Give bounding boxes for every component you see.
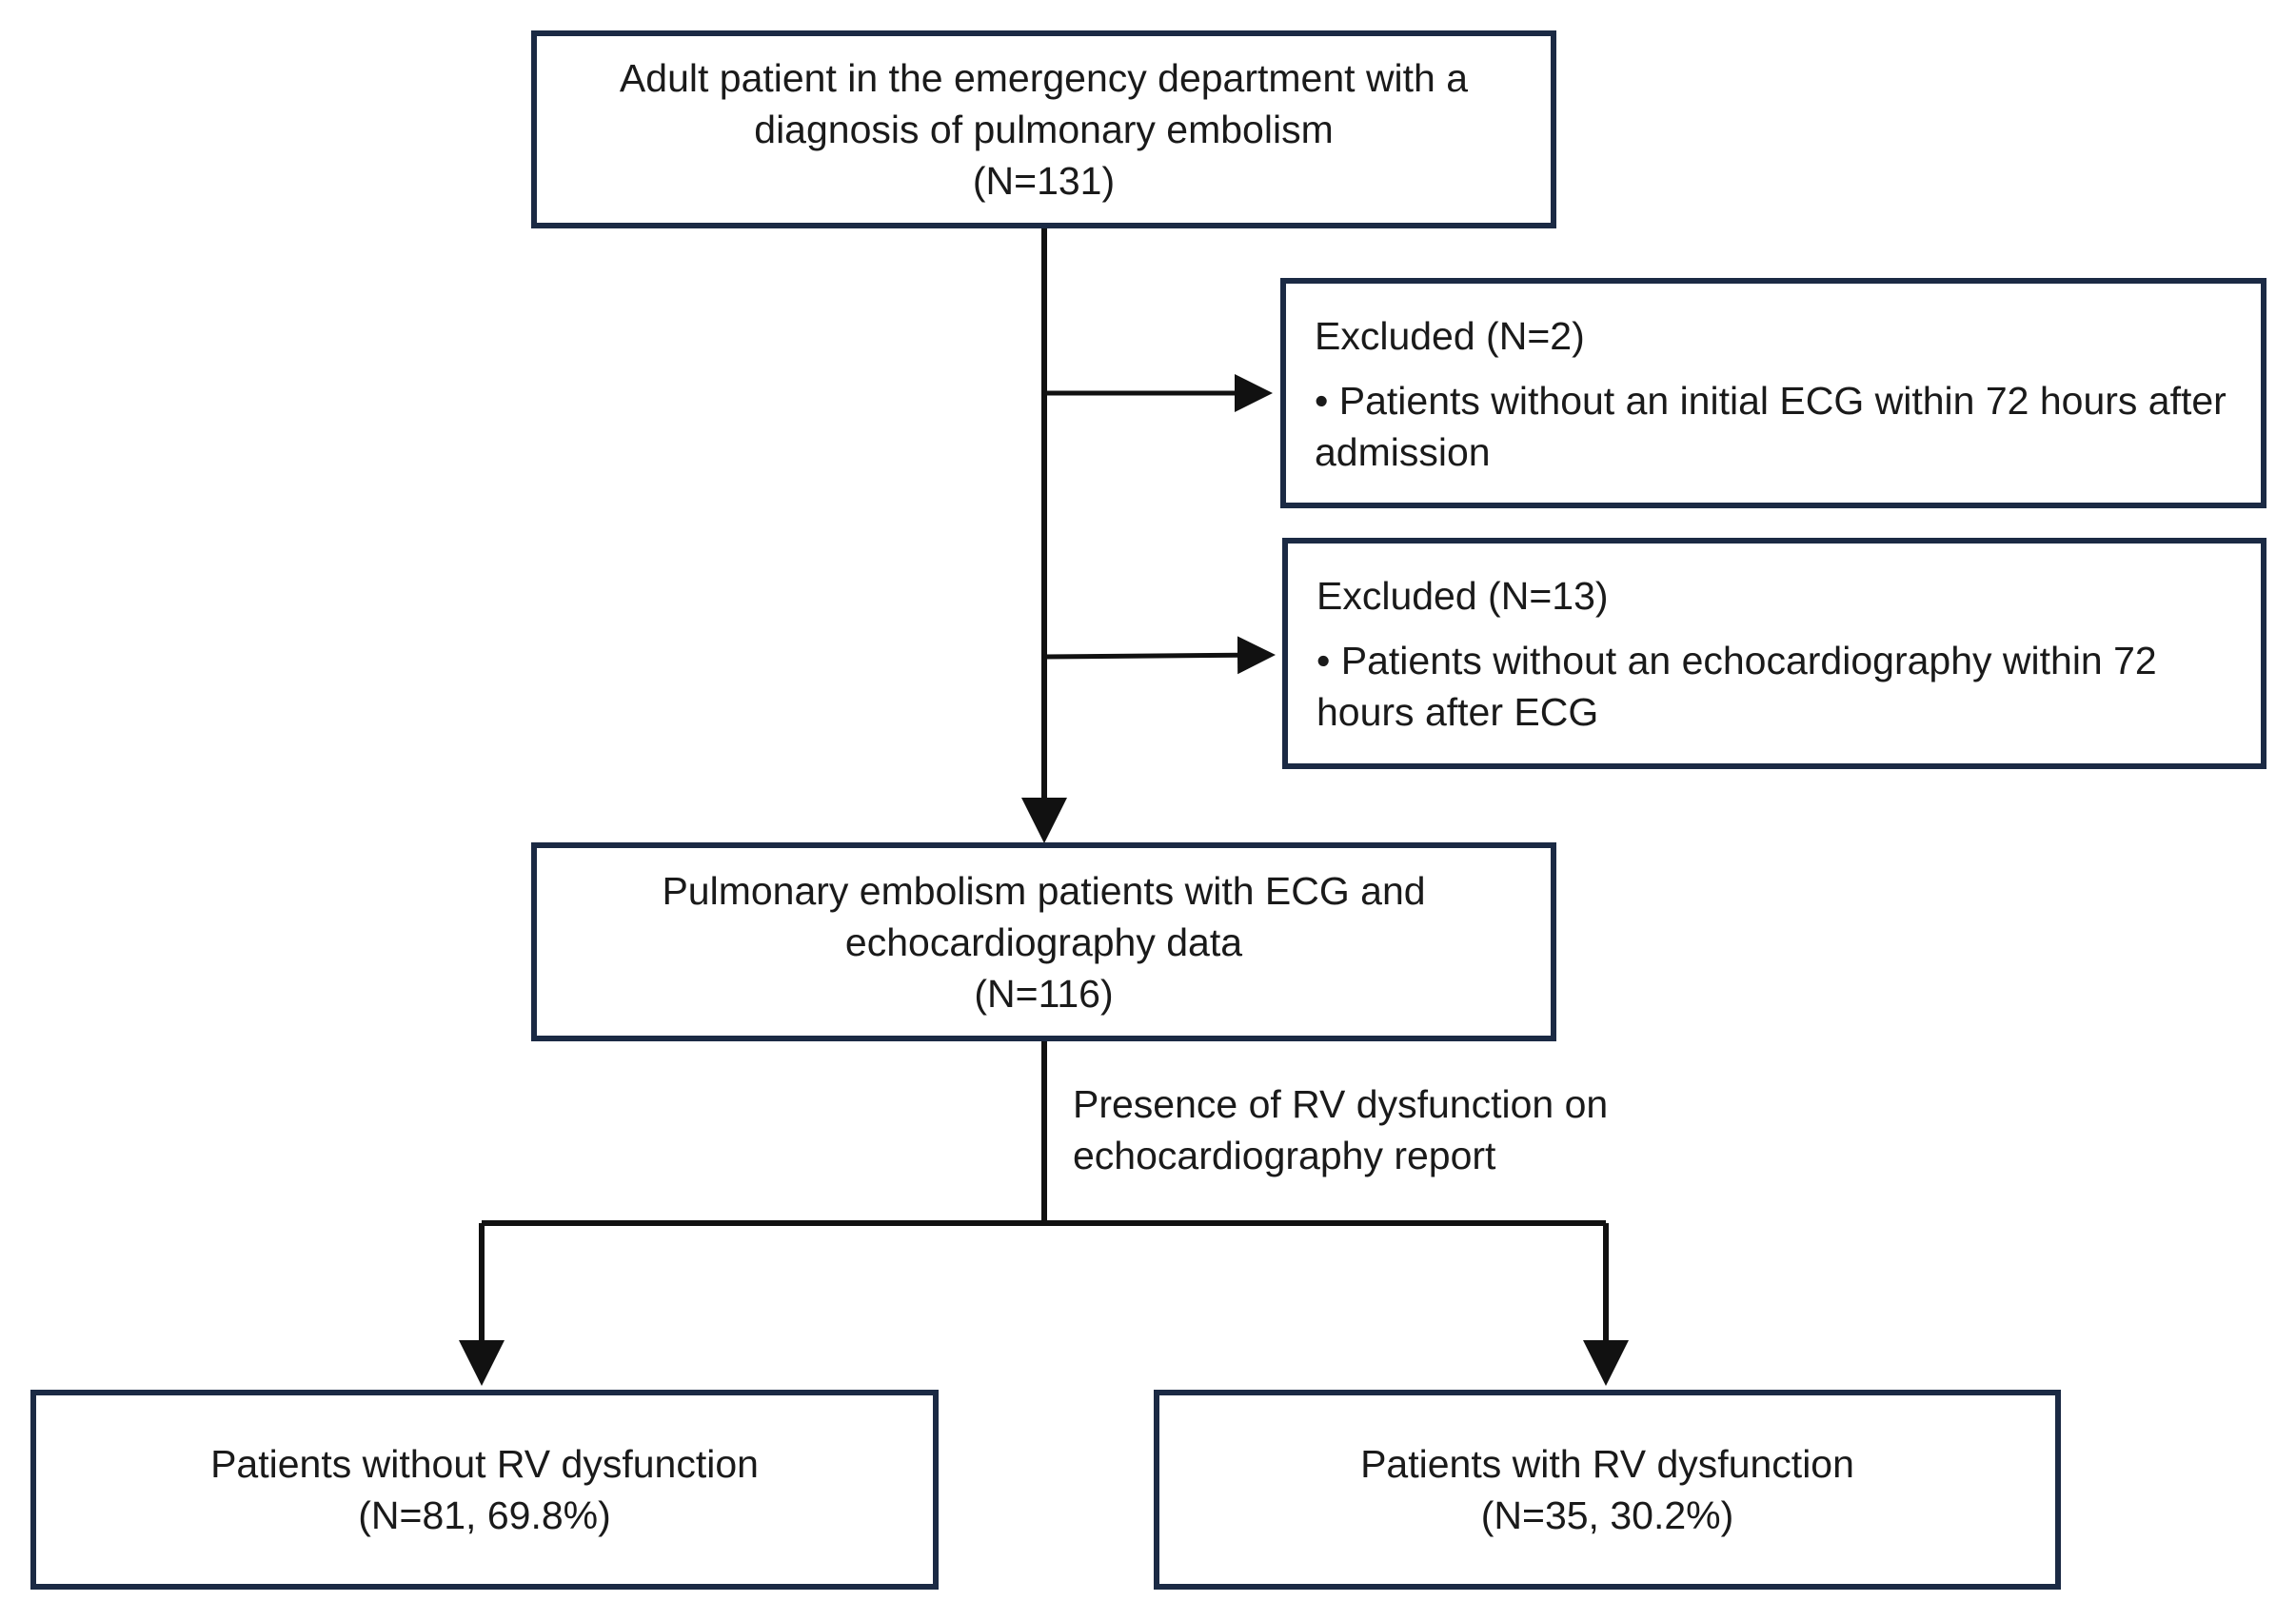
included-box-count: (N=116)	[974, 971, 1114, 1016]
rv-dysfunction-box: Patients with RV dysfunction (N=35, 30.2…	[1154, 1390, 2061, 1590]
start-box-line1: Adult patient in the emergency departmen…	[619, 56, 1469, 100]
start-box-line2: diagnosis of pulmonary embolism	[754, 108, 1334, 151]
start-box: Adult patient in the emergency departmen…	[531, 30, 1556, 228]
split-criterion-line1: Presence of RV dysfunction on	[1073, 1082, 1609, 1126]
exclusion1-reason: • Patients without an initial ECG within…	[1315, 379, 2227, 474]
no-rv-dysfunction-count: (N=81, 69.8%)	[358, 1493, 611, 1537]
included-box-line1: Pulmonary embolism patients with ECG and	[662, 868, 1426, 913]
rv-dysfunction-label: Patients with RV dysfunction	[1360, 1442, 1854, 1486]
split-criterion-label: Presence of RV dysfunction on echocardio…	[1073, 1078, 1608, 1181]
included-box-line2: echocardiography data	[844, 919, 1243, 964]
exclusion1-box: Excluded (N=2) • Patients without an ini…	[1280, 278, 2266, 508]
exclusion2-reason: • Patients without an echocardiography w…	[1316, 639, 2157, 734]
start-box-count: (N=131)	[972, 159, 1116, 203]
included-box: Pulmonary embolism patients with ECG and…	[531, 842, 1556, 1041]
no-rv-dysfunction-box: Patients without RV dysfunction (N=81, 6…	[30, 1390, 939, 1590]
rv-dysfunction-count: (N=35, 30.2%)	[1480, 1493, 1734, 1537]
exclusion1-title: Excluded (N=2)	[1315, 314, 1585, 358]
no-rv-dysfunction-label: Patients without RV dysfunction	[210, 1442, 759, 1486]
exclusion2-box: Excluded (N=13) • Patients without an ec…	[1282, 538, 2266, 769]
exclusion2-arrow	[1043, 636, 1276, 675]
split-criterion-line2: echocardiography report	[1073, 1134, 1496, 1177]
exclusion2-title: Excluded (N=13)	[1316, 574, 1609, 618]
